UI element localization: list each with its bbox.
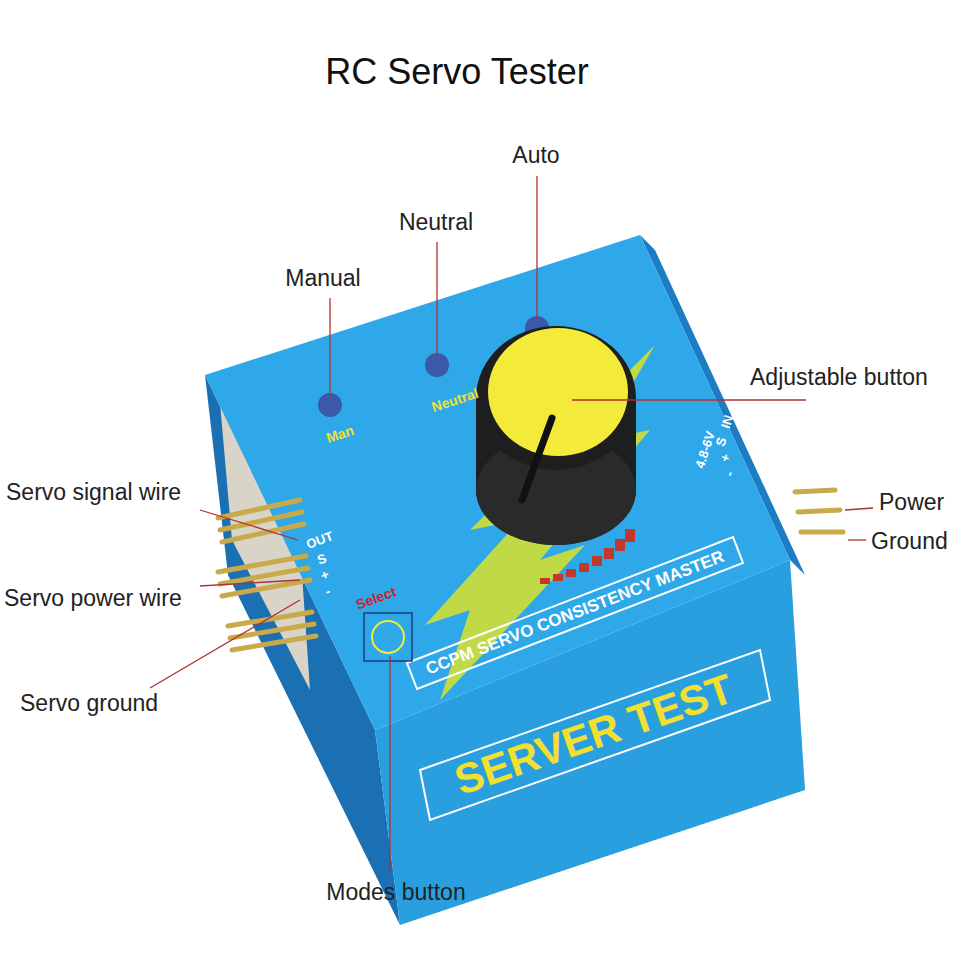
- output-pins: [218, 500, 316, 650]
- callout-label: Modes button: [326, 879, 465, 905]
- pin: [795, 490, 835, 492]
- pin: [798, 510, 840, 512]
- pin: [801, 530, 843, 535]
- tick: [540, 578, 550, 584]
- tick: [615, 539, 625, 551]
- leader-line: [389, 656, 390, 872]
- pin-name: -: [722, 470, 738, 479]
- tick: [566, 569, 576, 577]
- select-frame: [364, 613, 412, 661]
- led-manual: [318, 393, 342, 417]
- leader-line: [536, 176, 537, 318]
- pin-name: S: [315, 551, 328, 568]
- select-button: [372, 621, 404, 653]
- knob-cap: [488, 328, 628, 456]
- device-print: Neutral: [430, 385, 481, 415]
- device-print: CCPM SERVO CONSISTENCY MASTER: [423, 547, 727, 679]
- tick: [592, 556, 602, 566]
- leader-line: [200, 580, 300, 586]
- callout-label: Power: [879, 489, 944, 515]
- leader-line: [150, 600, 300, 688]
- device-print: SERVER TEST: [449, 665, 740, 805]
- pin-name: +: [718, 452, 735, 464]
- pin-name: +: [319, 568, 331, 585]
- pin-name: S: [714, 436, 731, 449]
- tick: [604, 548, 614, 559]
- pin: [232, 636, 316, 650]
- device-print: Man: [324, 422, 356, 446]
- server-test-band: [420, 650, 770, 820]
- callout-label: Neutral: [399, 209, 473, 235]
- ccpm-band: [407, 537, 743, 689]
- input-pins: [795, 490, 843, 532]
- tick: [553, 574, 563, 581]
- tick: [579, 563, 589, 572]
- callout-label: Adjustable button: [750, 364, 928, 390]
- callout-label: Servo ground: [20, 690, 158, 716]
- callout-label: Servo signal wire: [6, 479, 181, 505]
- leader-line: [848, 539, 866, 540]
- leader-line: [329, 298, 330, 395]
- callout-label: Servo power wire: [4, 585, 182, 611]
- leader-line: [436, 242, 437, 355]
- callout-label: Ground: [871, 528, 948, 554]
- leader-line: [200, 510, 298, 540]
- tick: [625, 529, 635, 542]
- diagram-title: RC Servo Tester: [325, 51, 588, 92]
- device-print: Select: [354, 583, 398, 612]
- led-neutral: [425, 353, 449, 377]
- device-print: OUT: [305, 529, 336, 552]
- callout-label: Auto: [512, 142, 559, 168]
- device-print: IN: [719, 414, 737, 431]
- knob-pointer: [522, 418, 552, 500]
- leader-lines: [150, 176, 873, 872]
- leader-line: [845, 508, 873, 510]
- pin: [222, 524, 304, 542]
- top-face: [205, 235, 790, 730]
- leader-line: [572, 399, 806, 400]
- callout-label: Manual: [285, 265, 360, 291]
- pin-name: -: [323, 584, 332, 600]
- knob-rim: [476, 326, 636, 470]
